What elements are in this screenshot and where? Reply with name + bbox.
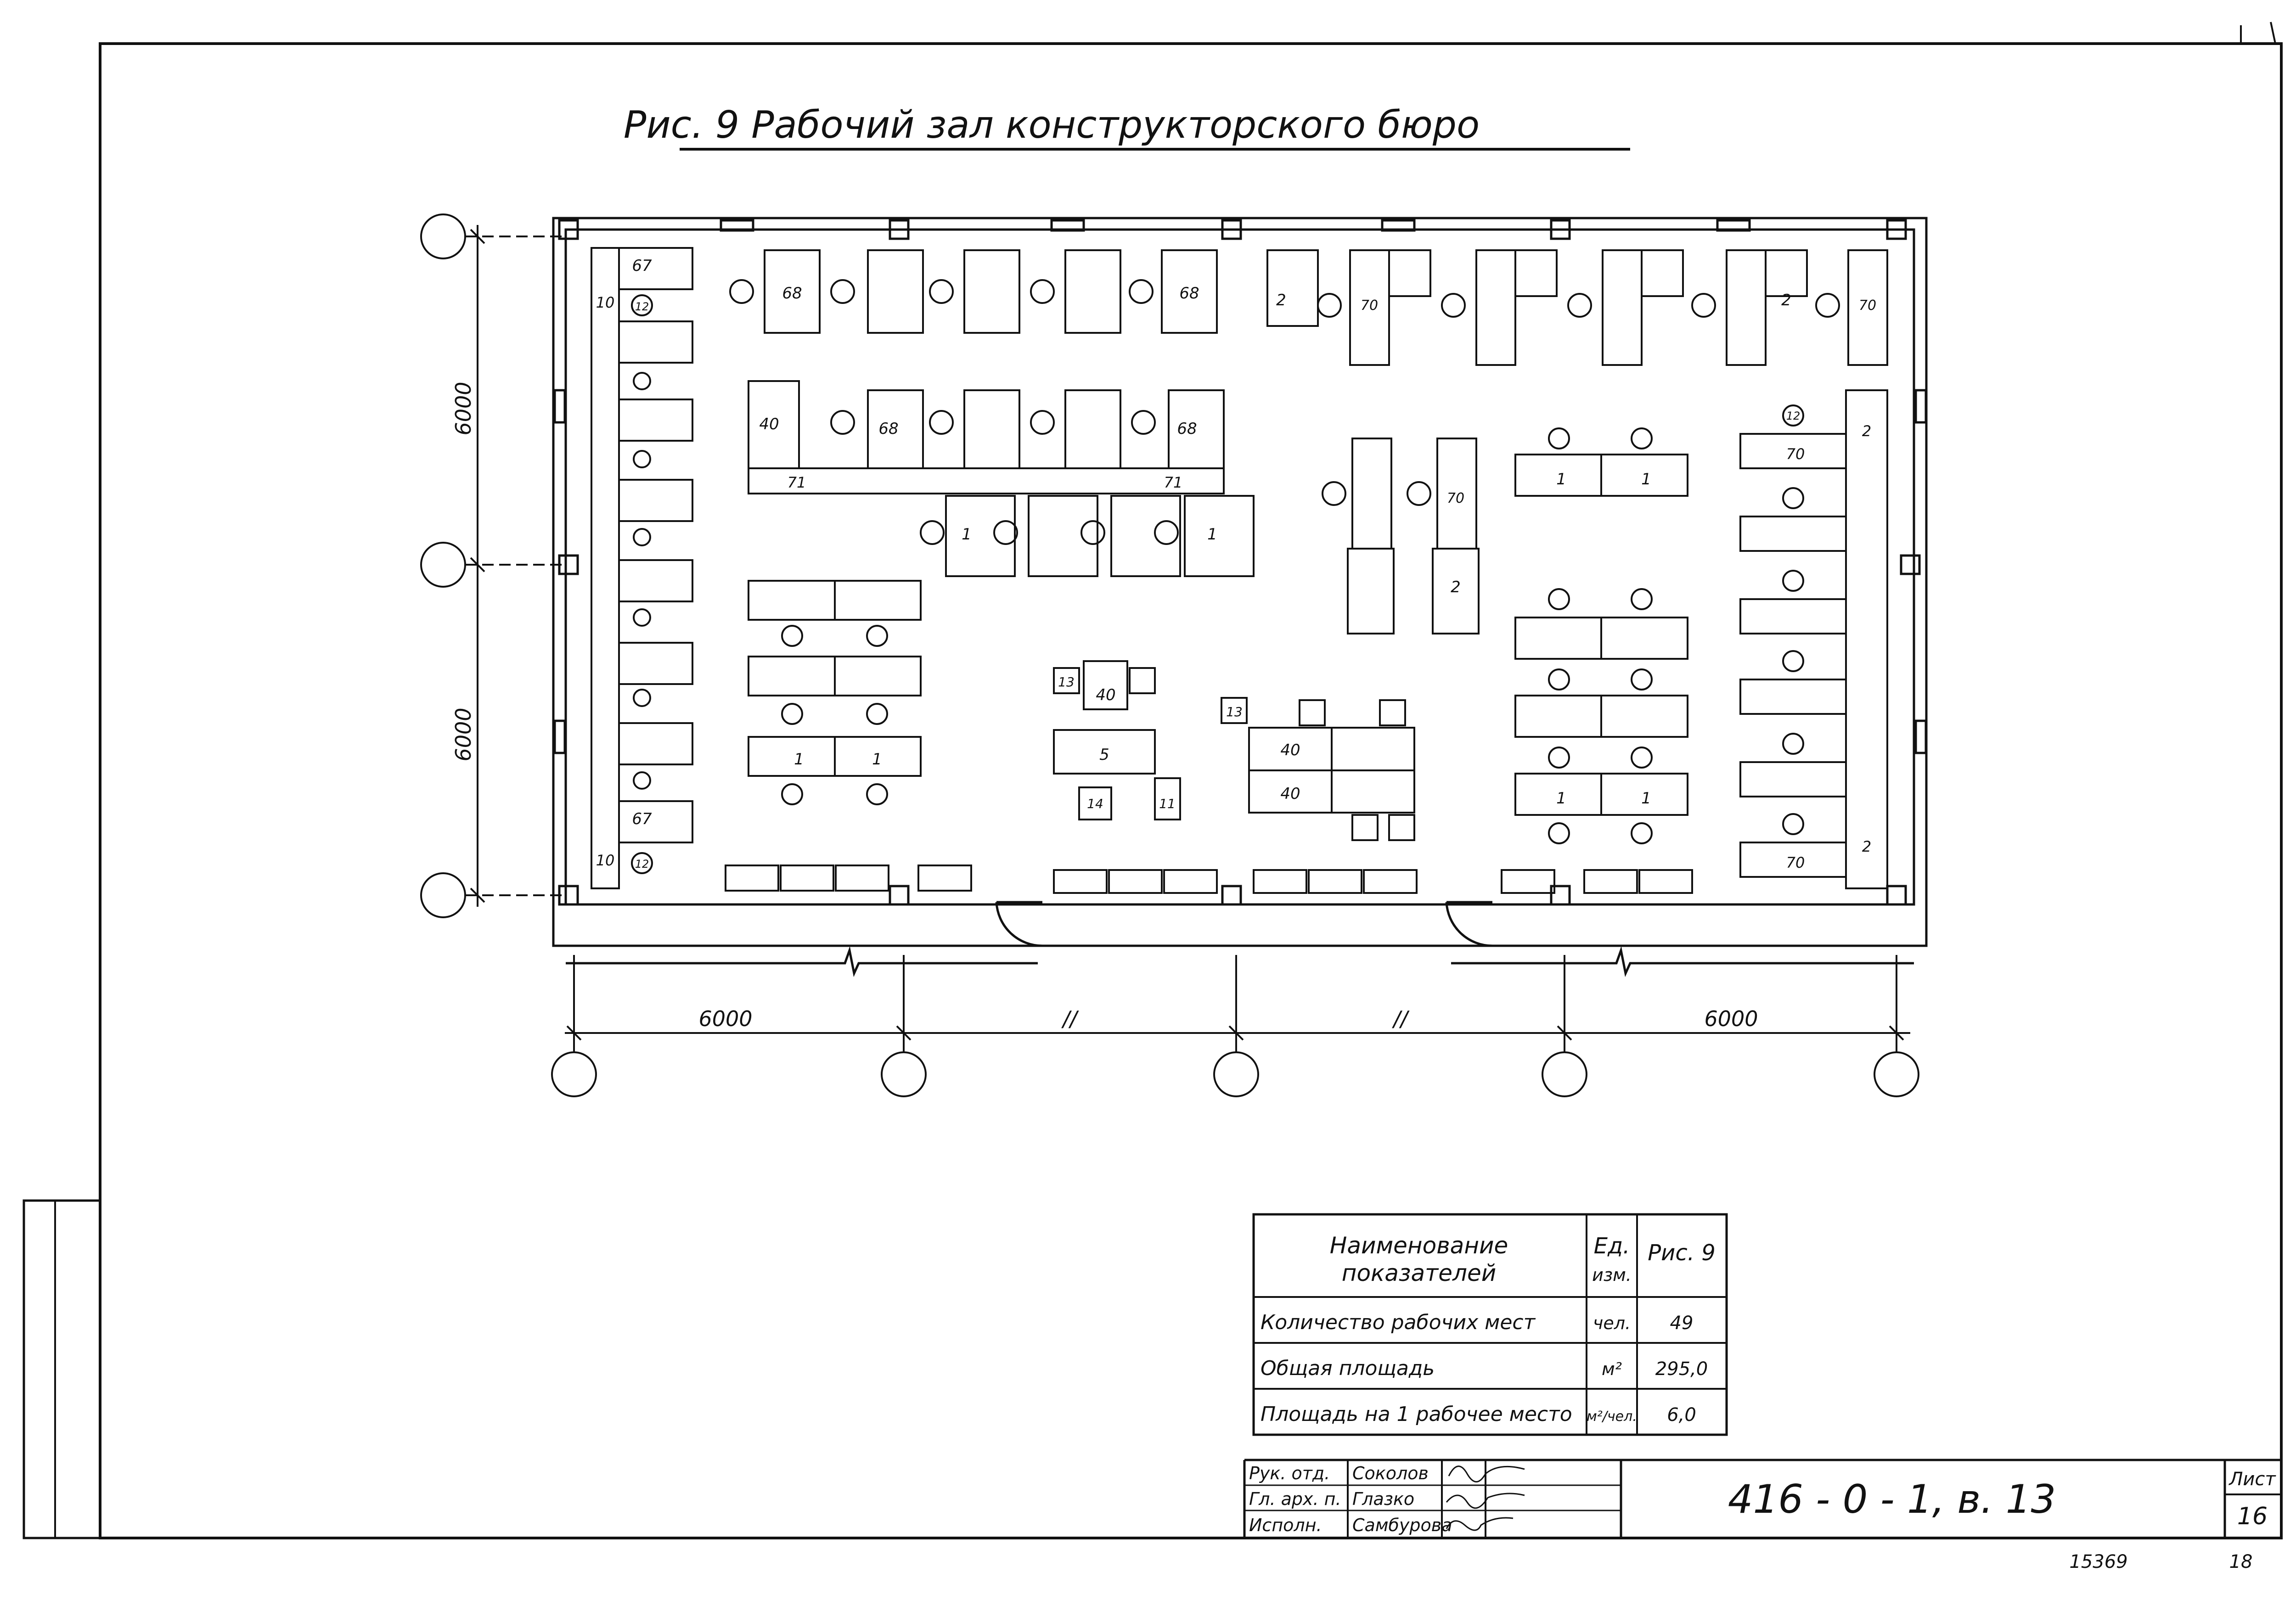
table-header-unit-line2: изм. [1592, 1265, 1632, 1285]
table-header-unit-line1: Ед. [1594, 1233, 1630, 1259]
row-value: 49 [1670, 1313, 1694, 1334]
stamp-name: Соколов [1352, 1463, 1429, 1483]
label-40-center-c: 40 [1280, 785, 1300, 803]
label-70-right-bottom: 70 [1786, 854, 1805, 871]
label-12-top: 12 [635, 300, 649, 313]
row-value: 6,0 [1667, 1404, 1696, 1426]
label-71-b: 71 [1164, 474, 1183, 491]
sheet-frame [23, 22, 2283, 1539]
dim-bottom-left: 6000 [698, 1006, 752, 1031]
label-1-left-b: 1 [872, 750, 882, 769]
label-40-center-b: 40 [1280, 741, 1300, 759]
label-10-bottom: 10 [596, 852, 615, 869]
drawing-title: Рис. 9 Рабочий зал конструкторского бюро [624, 103, 1630, 151]
label-1-right-b: 1 [1641, 470, 1651, 488]
desk-block-right [1514, 427, 1688, 844]
label-68-c: 68 [878, 420, 898, 438]
table-header-name-line2: показателей [1342, 1260, 1496, 1286]
label-2-top-b: 2 [1781, 291, 1791, 309]
label-12-bottom: 12 [635, 858, 649, 870]
label-68-d: 68 [1177, 420, 1197, 438]
archive-number: 15369 [2069, 1551, 2127, 1572]
title-block: Рук. отд. Гл. арх. п. Исполн. Соколов Гл… [1243, 1459, 2281, 1538]
label-13-b: 13 [1226, 704, 1243, 719]
sheet-label: Лист [2228, 1469, 2276, 1490]
building-walls [552, 217, 1928, 977]
stamp-name: Самбурова [1352, 1515, 1452, 1535]
bottom-wall-cabinets [725, 865, 1693, 894]
label-71-a: 71 [788, 474, 806, 491]
table-header-figure: Рис. 9 [1648, 1240, 1716, 1266]
signature [1446, 1517, 1514, 1531]
dim-left-lower: 6000 [451, 707, 476, 761]
label-67-top: 67 [632, 257, 652, 275]
label-70-top-b: 70 [1859, 298, 1876, 314]
sheet-number: 16 [2237, 1503, 2268, 1530]
dim-left-upper: 6000 [451, 382, 476, 435]
stamp-role: Исполн. [1249, 1515, 1322, 1535]
label-12-right: 12 [1786, 410, 1801, 422]
row-value: 295,0 [1655, 1359, 1708, 1380]
label-70-center: 70 [1447, 490, 1464, 506]
label-1-right-d: 1 [1641, 789, 1651, 808]
right-wall-boards [1739, 389, 1888, 889]
signature [1448, 1465, 1525, 1482]
axis-bubbles [420, 213, 1919, 1097]
row-unit: м²/чел. [1587, 1409, 1637, 1425]
stamp-name: Глазко [1352, 1489, 1414, 1509]
label-2-center: 2 [1451, 578, 1461, 596]
indicators-table: Наименование показателей Ед. изм. Рис. 9… [1252, 1213, 1728, 1436]
dim-bottom-right: 6000 [1704, 1006, 1758, 1031]
page-number: 18 [2229, 1551, 2253, 1572]
dimension-lines [470, 225, 1910, 1041]
row-name: Общая площадь [1261, 1357, 1435, 1380]
stamp-role: Гл. арх. п. [1249, 1489, 1341, 1509]
label-2-right-top: 2 [1862, 422, 1871, 440]
desk-row-center [920, 495, 1255, 577]
drafting-boards-second-row [748, 380, 1225, 494]
row-unit: чел. [1593, 1313, 1631, 1333]
label-5: 5 [1099, 746, 1109, 764]
label-68-a: 68 [782, 284, 802, 303]
label-1-center-b: 1 [1207, 525, 1217, 544]
label-13-a: 13 [1058, 674, 1075, 690]
dim-bottom-break-2: // [1392, 1006, 1410, 1031]
document-code: 416 - 0 - 1, в. 13 [1728, 1476, 2056, 1522]
center-right-boards [1322, 438, 1480, 634]
label-2-right-bottom: 2 [1862, 838, 1871, 855]
center-table [1221, 697, 1415, 841]
stamp-role: Рук. отд. [1249, 1463, 1330, 1483]
dim-bottom-break-1: // [1061, 1006, 1079, 1031]
label-2-top-a: 2 [1276, 291, 1286, 309]
center-small-group [1053, 660, 1181, 820]
label-1-left-a: 1 [794, 750, 804, 769]
row-name: Площадь на 1 рабочее место [1261, 1403, 1572, 1426]
label-70-right-top: 70 [1786, 445, 1805, 463]
figure-title: Рис. 9 Рабочий зал конструкторского бюро [624, 103, 1480, 147]
label-68-b: 68 [1179, 284, 1199, 303]
label-40-board: 40 [759, 415, 779, 433]
row-unit: м² [1602, 1359, 1622, 1379]
label-11: 11 [1159, 796, 1176, 811]
drafting-boards-top-left [729, 249, 1218, 334]
left-cabinet-column [591, 247, 693, 889]
label-40-center-a: 40 [1096, 686, 1115, 704]
table-header-name-line1: Наименование [1330, 1232, 1508, 1259]
label-1-right-c: 1 [1556, 789, 1566, 808]
desk-block-left [748, 580, 922, 805]
signature [1446, 1493, 1525, 1509]
drafting-boards-top-right [1266, 249, 1888, 366]
label-1-center-a: 1 [962, 525, 972, 544]
label-1-right-a: 1 [1556, 470, 1566, 488]
row-name: Количество рабочих мест [1261, 1311, 1536, 1334]
label-70-top-a: 70 [1361, 298, 1378, 314]
label-67-bottom: 67 [632, 810, 652, 828]
label-10-top: 10 [596, 294, 615, 311]
label-14: 14 [1087, 796, 1103, 811]
